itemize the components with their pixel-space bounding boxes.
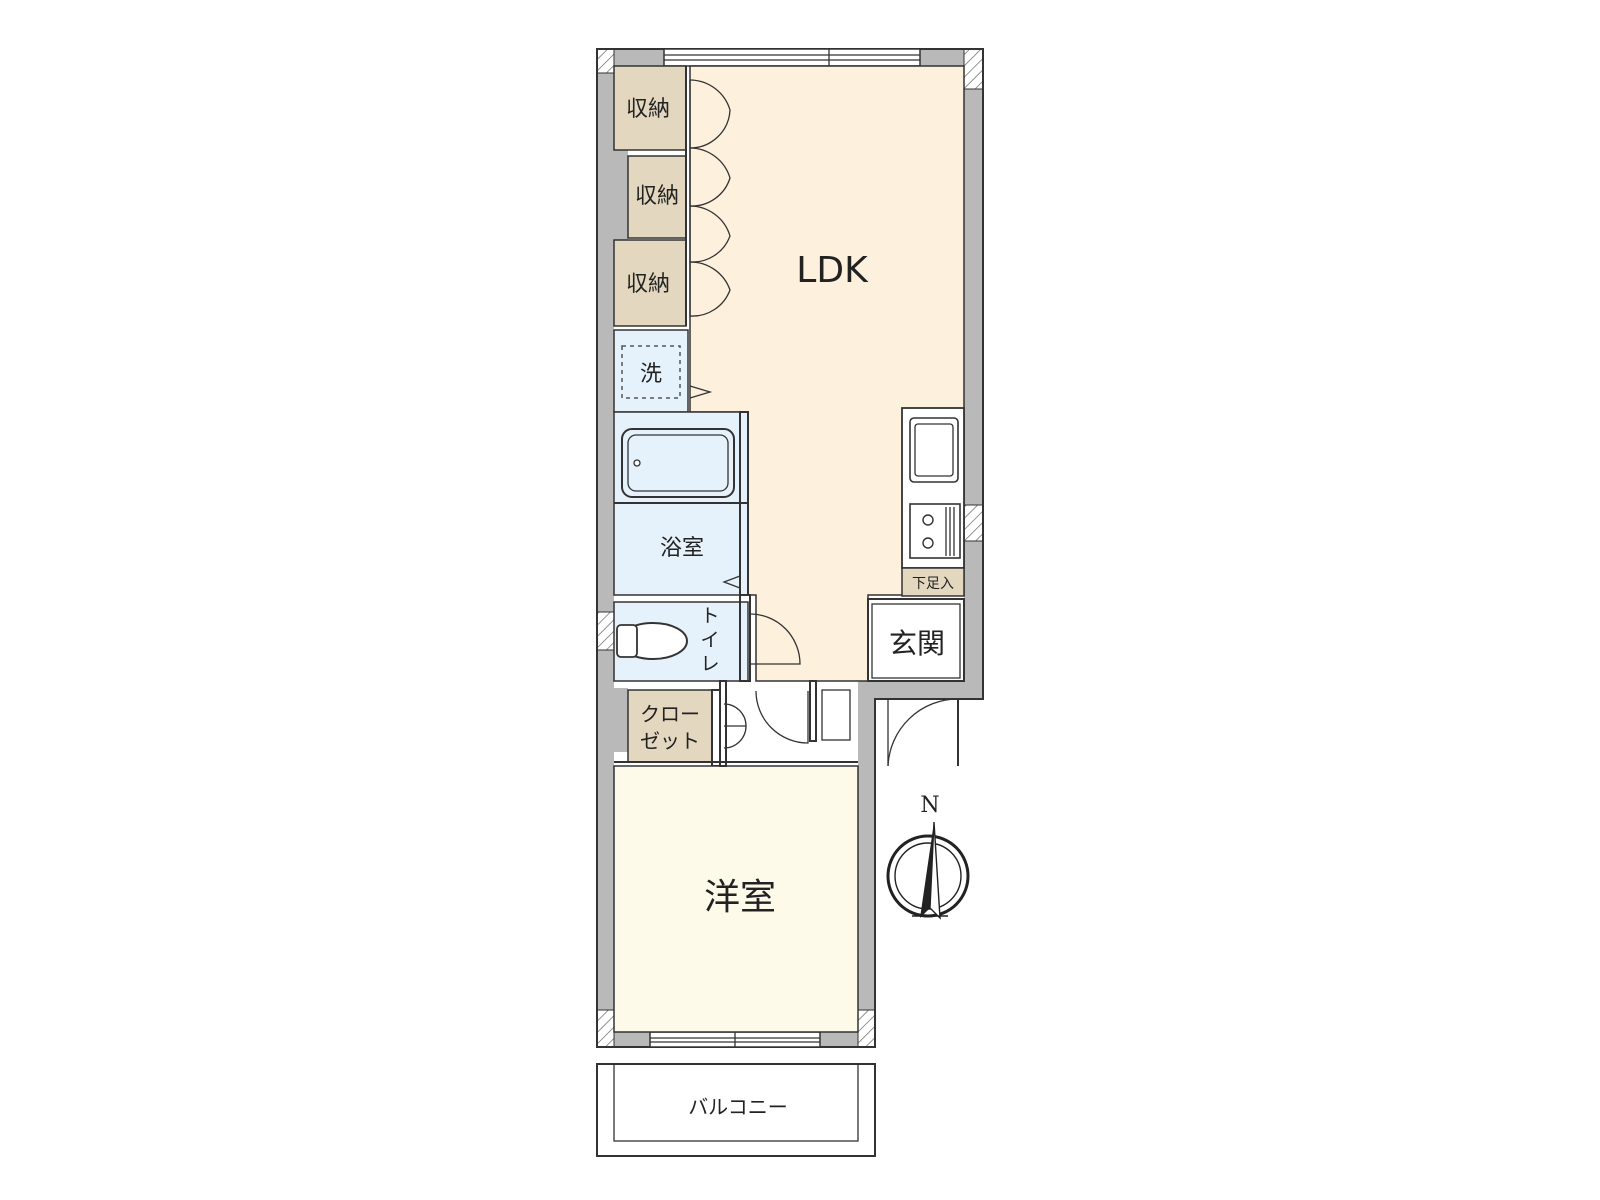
storage-doors	[685, 66, 731, 326]
western-room-label: 洋室	[704, 877, 776, 918]
entrance-area	[867, 598, 965, 682]
storage-1-label: 収納	[626, 97, 670, 122]
storage-2-label: 収納	[635, 184, 679, 209]
bottom-window	[649, 1031, 821, 1048]
top-window	[663, 48, 921, 67]
toilet-label-1: ト	[700, 605, 719, 627]
storage-3-area	[613, 239, 687, 327]
stove	[909, 503, 961, 559]
toilet-label-2: イ	[700, 629, 719, 651]
balcony-area	[596, 1063, 876, 1157]
closet-label-2: ゼット	[640, 729, 700, 753]
shoe-storage-label: 下足入	[912, 576, 954, 592]
entrance-door	[887, 698, 959, 767]
north-compass-icon: N	[886, 793, 970, 920]
compass-north-label: N	[920, 793, 939, 818]
storage-1-area	[613, 65, 687, 151]
washer-outline	[621, 345, 681, 399]
entrance-label: 玄関	[889, 627, 945, 660]
ldk-label: LDK	[796, 250, 869, 291]
washer-label: 洗	[640, 362, 662, 387]
storage-3-label: 収納	[626, 272, 670, 297]
closet-label-1: クロー	[640, 702, 700, 726]
toilet-label-3: レ	[700, 653, 719, 675]
sink	[909, 417, 959, 483]
bathtub	[621, 428, 735, 498]
western-room-area	[613, 765, 859, 1033]
storage-2-area	[627, 155, 687, 239]
balcony-label: バルコニー	[688, 1095, 788, 1119]
hatched-walls	[596, 48, 984, 1048]
shoe-storage-area	[901, 567, 965, 597]
bathroom-label: 浴室	[660, 536, 704, 561]
